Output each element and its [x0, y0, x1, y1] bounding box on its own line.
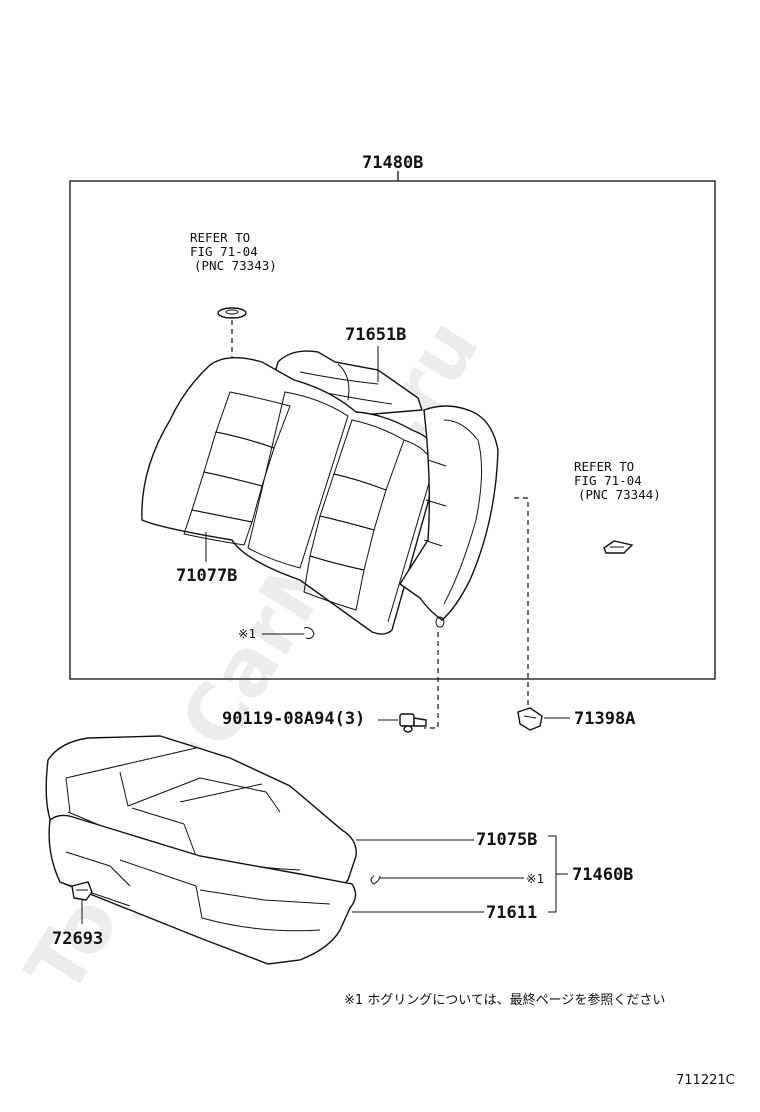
seat-cushion-icon[interactable]	[45, 735, 357, 965]
refer-left-line1: REFER TO	[190, 230, 250, 245]
refer-left-line2[interactable]: FIG 71-04	[190, 244, 258, 259]
label-seatback-pad[interactable]: 71077B	[176, 566, 237, 586]
refer-left-line3: (PNC 73343)	[194, 258, 277, 273]
bolt-leader	[424, 632, 439, 729]
label-clip[interactable]: 71398A	[574, 709, 635, 729]
hog-ring-mark-lower: ※1	[526, 871, 544, 886]
hog-ring-lower-icon[interactable]	[370, 875, 381, 885]
refer-right-line2[interactable]: FIG 71-04	[574, 473, 642, 488]
label-hook[interactable]: 72693	[52, 929, 103, 949]
clip-icon[interactable]	[517, 707, 543, 731]
label-bolt[interactable]: 90119-08A94(3)	[222, 709, 365, 729]
seatback-pad-icon[interactable]	[141, 357, 441, 635]
label-cushion-assy[interactable]: 71460B	[572, 865, 633, 885]
headrest-support-right-icon[interactable]	[603, 540, 634, 554]
assembly-frame	[69, 180, 716, 680]
label-cushion-cover[interactable]: 71075B	[476, 830, 537, 850]
label-seatback-cover[interactable]: 71651B	[345, 325, 406, 345]
refer-right-line3: (PNC 73344)	[578, 487, 661, 502]
refer-right-line1: REFER TO	[574, 459, 634, 474]
hog-ring-mark-upper: ※1	[238, 626, 256, 641]
footnote: ※1 ホグリングについては、最終ページを参照ください	[344, 992, 665, 1008]
headrest-support-left-icon[interactable]	[217, 307, 247, 319]
hook-icon[interactable]	[71, 881, 93, 901]
hog-ring-upper-icon[interactable]	[303, 627, 315, 639]
label-cushion-pad[interactable]: 71611	[486, 903, 537, 923]
bolt-icon[interactable]	[399, 713, 427, 733]
figure-code: 711221C	[676, 1073, 735, 1088]
label-assembly[interactable]: 71480B	[362, 153, 423, 173]
seatback-side-panel-icon[interactable]	[399, 405, 499, 628]
clip-leader	[514, 497, 529, 712]
cushion-assy-bracket	[548, 835, 557, 913]
